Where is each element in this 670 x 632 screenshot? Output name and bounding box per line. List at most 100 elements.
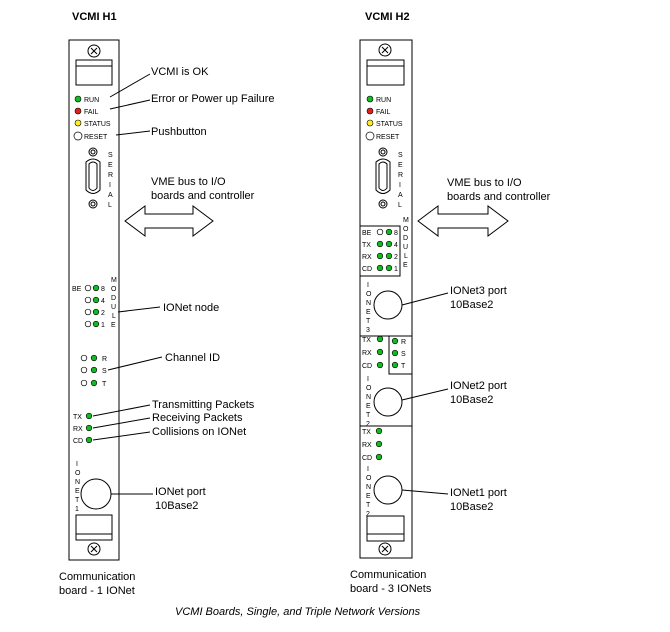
svg-text:E: E [398, 162, 403, 169]
svg-text:RX: RX [73, 426, 83, 433]
board2-top-ejector[interactable] [366, 59, 405, 86]
board1-faceplate [68, 39, 120, 561]
callout-rx: Receiving Packets [152, 412, 243, 424]
board1-status-led [74, 119, 82, 127]
callout-ionet-node: IONet node [163, 302, 219, 314]
board2-ionet3-port[interactable] [373, 290, 403, 320]
svg-text:L: L [112, 313, 116, 320]
board1-title: VCMI H1 [72, 11, 117, 23]
board2-bottom-screw-icon [378, 542, 392, 556]
board2-caption-line2: board - 3 IONets [350, 583, 432, 595]
board2-caption-line1: Communication [350, 569, 426, 581]
svg-text:O: O [111, 286, 117, 293]
callout-port-line2: 10Base2 [155, 500, 198, 512]
callout-ionet1-line1: IONet1 port [450, 487, 507, 499]
svg-text:O: O [366, 475, 372, 482]
svg-text:T: T [102, 381, 107, 388]
board2-reset-button[interactable] [365, 131, 375, 141]
board1-top-screw-x-icon [90, 47, 98, 55]
svg-text:E: E [75, 488, 80, 495]
svg-text:I: I [367, 376, 369, 383]
board2-ionet3-label: I O N E T 3 [366, 282, 372, 334]
svg-text:L: L [398, 202, 402, 209]
svg-text:T: T [401, 363, 406, 370]
board1-rx-led [85, 424, 93, 432]
callout-fail: Error or Power up Failure [151, 93, 275, 105]
svg-text:CD: CD [362, 363, 372, 370]
board2-status-led [366, 119, 374, 127]
svg-text:RESET: RESET [376, 134, 400, 141]
svg-text:TX: TX [362, 337, 371, 344]
svg-text:E: E [366, 403, 371, 410]
svg-text:N: N [75, 479, 80, 486]
board1-fail-led [74, 107, 82, 115]
board1-serial-label: S E R I A L [108, 152, 113, 209]
board2-bottom-ejector[interactable] [366, 515, 405, 542]
svg-text:I: I [109, 182, 111, 189]
svg-text:2: 2 [366, 511, 370, 518]
svg-text:2: 2 [394, 254, 398, 261]
board1-callouts: VCMI is OK Error or Power up Failure Pus… [92, 66, 275, 512]
svg-text:E: E [111, 322, 116, 329]
svg-text:E: E [108, 162, 113, 169]
svg-text:I: I [367, 466, 369, 473]
svg-text:L: L [404, 253, 408, 260]
svg-text:4: 4 [101, 298, 105, 305]
svg-text:2: 2 [366, 421, 370, 428]
svg-text:R: R [401, 339, 406, 346]
board2-module-label: M O D U L E [403, 217, 409, 269]
callout-vcmi-ok: VCMI is OK [151, 66, 209, 78]
svg-text:T: T [75, 497, 80, 504]
svg-text:FAIL: FAIL [376, 109, 391, 116]
board2-ionet2-label: I O N E T 2 [366, 376, 372, 428]
svg-text:4: 4 [394, 242, 398, 249]
svg-text:N: N [366, 300, 371, 307]
board1-ionet-port[interactable] [80, 478, 112, 510]
svg-text:N: N [366, 394, 371, 401]
board2-ionet2-port[interactable] [373, 387, 403, 417]
board1-fail-label: FAIL [84, 109, 99, 116]
svg-text:M: M [403, 217, 409, 224]
svg-text:O: O [403, 226, 409, 233]
svg-text:U: U [403, 244, 408, 251]
svg-text:R: R [398, 172, 403, 179]
board2-callouts: VME bus to I/O boards and controller ION… [401, 177, 551, 513]
board2-run-led [366, 95, 374, 103]
callout-tx: Transmitting Packets [152, 399, 255, 411]
board2-serial-port[interactable] [375, 147, 391, 209]
board1-caption-line2: board - 1 IONet [59, 585, 135, 597]
svg-text:E: E [403, 262, 408, 269]
svg-text:1: 1 [394, 266, 398, 273]
board1-reset-button[interactable] [73, 131, 83, 141]
board1-module-label: M O D U L E [111, 277, 117, 329]
svg-text:1: 1 [75, 506, 79, 513]
board2-ionet1-port[interactable] [373, 475, 403, 505]
svg-text:U: U [111, 304, 116, 311]
svg-text:O: O [366, 291, 372, 298]
svg-text:R: R [108, 172, 113, 179]
board1-tx-led [85, 412, 93, 420]
svg-text:RUN: RUN [376, 97, 391, 104]
board1-top-ejector[interactable] [75, 59, 113, 86]
board1-cd-led [85, 436, 93, 444]
board1-serial-port[interactable] [85, 147, 101, 209]
svg-text:RX: RX [362, 350, 372, 357]
vme-bus-arrow-icon [124, 205, 214, 237]
svg-text:T: T [366, 502, 371, 509]
board-vcmi-h1: VCMI H1 RUN FAIL STATUS RESET S E R I [59, 11, 135, 597]
board1-reset-label: RESET [84, 134, 108, 141]
board1-bottom-screw-icon [87, 542, 101, 556]
svg-text:E: E [366, 309, 371, 316]
callout-port-line1: IONet port [155, 486, 206, 498]
svg-text:1: 1 [101, 322, 105, 329]
board-vcmi-h2: VCMI H2 RUN FAIL STATUS RESET S E R I A … [350, 11, 432, 595]
svg-text:CD: CD [362, 455, 372, 462]
board1-bottom-ejector[interactable] [75, 514, 113, 541]
board2-serial-label: S E R I A L [398, 152, 403, 209]
svg-text:D: D [111, 295, 116, 302]
svg-text:D: D [403, 235, 408, 242]
svg-text:2: 2 [101, 310, 105, 317]
callout2-vme-line2: boards and controller [447, 191, 551, 203]
board1-top-screw-icon [87, 44, 101, 58]
